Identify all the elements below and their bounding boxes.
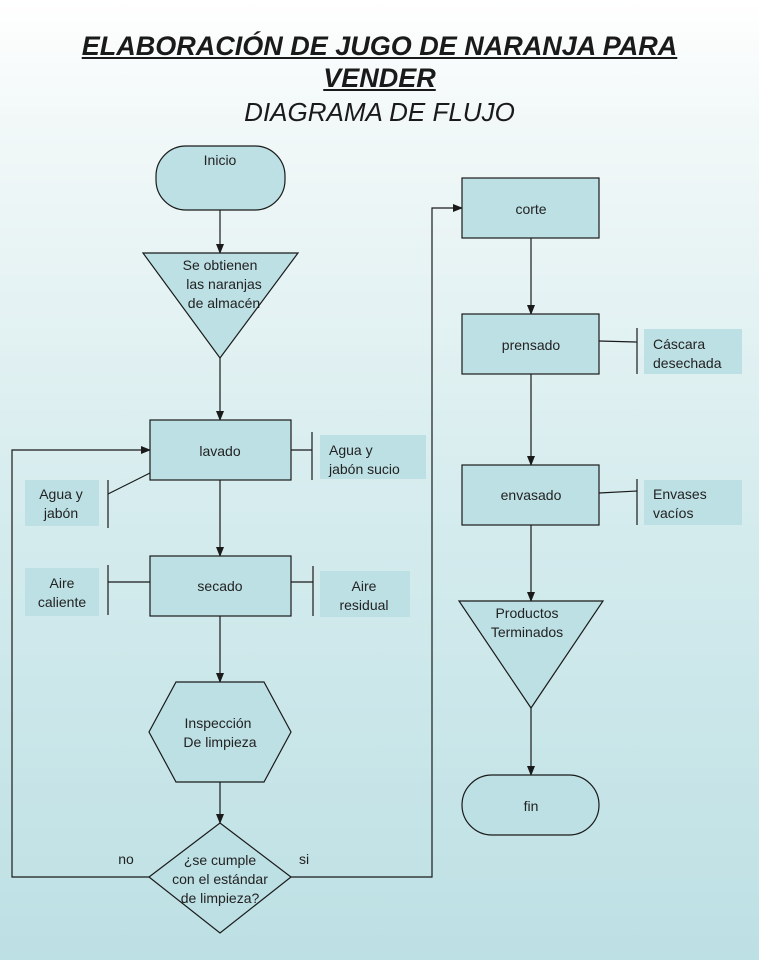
title-line-2: VENDER xyxy=(323,63,436,93)
node-lavado xyxy=(149,419,292,481)
label-envasado: envasado xyxy=(501,487,562,503)
label-decision-3: de limpieza? xyxy=(181,890,260,906)
side-label-aire-caliente-1: Aire xyxy=(50,575,75,591)
connector-si-corte xyxy=(291,204,463,878)
node-envasado xyxy=(461,464,600,526)
label-obtienen-1: Se obtienen xyxy=(183,257,258,273)
label-corte: corte xyxy=(515,201,546,217)
link-lavado-agua xyxy=(107,472,151,495)
label-box-cascara xyxy=(644,329,742,374)
side-label-aire-residual-1: Aire xyxy=(352,578,377,594)
side-label-cascara-1: Cáscara xyxy=(653,336,705,352)
side-label-envases-1: Envases xyxy=(653,486,707,502)
title-line-1: ELABORACIÓN DE JUGO DE NARANJA PARA xyxy=(81,31,678,61)
node-fin xyxy=(461,774,600,836)
node-inspeccion xyxy=(148,681,292,783)
label-prensado: prensado xyxy=(502,337,561,353)
side-label-agua-sucio-2: jabón sucio xyxy=(328,461,400,477)
label-inspeccion-1: Inspección xyxy=(185,715,252,731)
label-lavado: lavado xyxy=(199,443,240,459)
branch-label-si: si xyxy=(299,851,309,867)
side-label-agua-sucio-1: Agua y xyxy=(329,442,373,458)
node-obtienen xyxy=(141,252,300,360)
side-label-aire-residual-2: residual xyxy=(339,597,388,613)
label-box-agua-jabon xyxy=(25,480,99,526)
label-inicio: Inicio xyxy=(204,152,237,168)
loop-no-connector xyxy=(11,446,151,878)
branch-label-no: no xyxy=(118,851,134,867)
diagram-subtitle: DIAGRAMA DE FLUJO xyxy=(244,97,515,127)
side-label-envases-2: vacíos xyxy=(653,505,693,521)
label-obtienen-3: de almacén xyxy=(188,295,260,311)
label-productos-2: Terminados xyxy=(491,624,563,640)
label-obtienen-2: las naranjas xyxy=(186,276,262,292)
side-label-agua-2: jabón xyxy=(43,505,78,521)
side-label-cascara-2: desechada xyxy=(653,355,722,371)
node-inicio xyxy=(155,145,286,211)
node-prensado xyxy=(461,313,600,375)
link-envasado-envases xyxy=(598,490,638,494)
node-decision xyxy=(148,822,292,934)
label-decision-2: con el estándar xyxy=(172,871,268,887)
link-prensado-cascara xyxy=(598,340,638,343)
label-productos-1: Productos xyxy=(495,605,558,621)
node-productos xyxy=(457,600,605,710)
label-decision-1: ¿se cumple xyxy=(184,852,257,868)
label-box-agua-jabon-sucio xyxy=(320,435,426,479)
node-corte xyxy=(461,177,600,239)
label-fin: fin xyxy=(524,798,539,814)
label-secado: secado xyxy=(197,578,242,594)
label-box-aire-residual xyxy=(320,571,410,617)
label-box-envases xyxy=(644,480,742,525)
label-box-aire-caliente xyxy=(25,568,99,616)
node-secado xyxy=(149,555,292,617)
side-label-agua-1: Agua y xyxy=(39,486,83,502)
side-label-aire-caliente-2: caliente xyxy=(38,594,86,610)
label-inspeccion-2: De limpieza xyxy=(183,734,256,750)
